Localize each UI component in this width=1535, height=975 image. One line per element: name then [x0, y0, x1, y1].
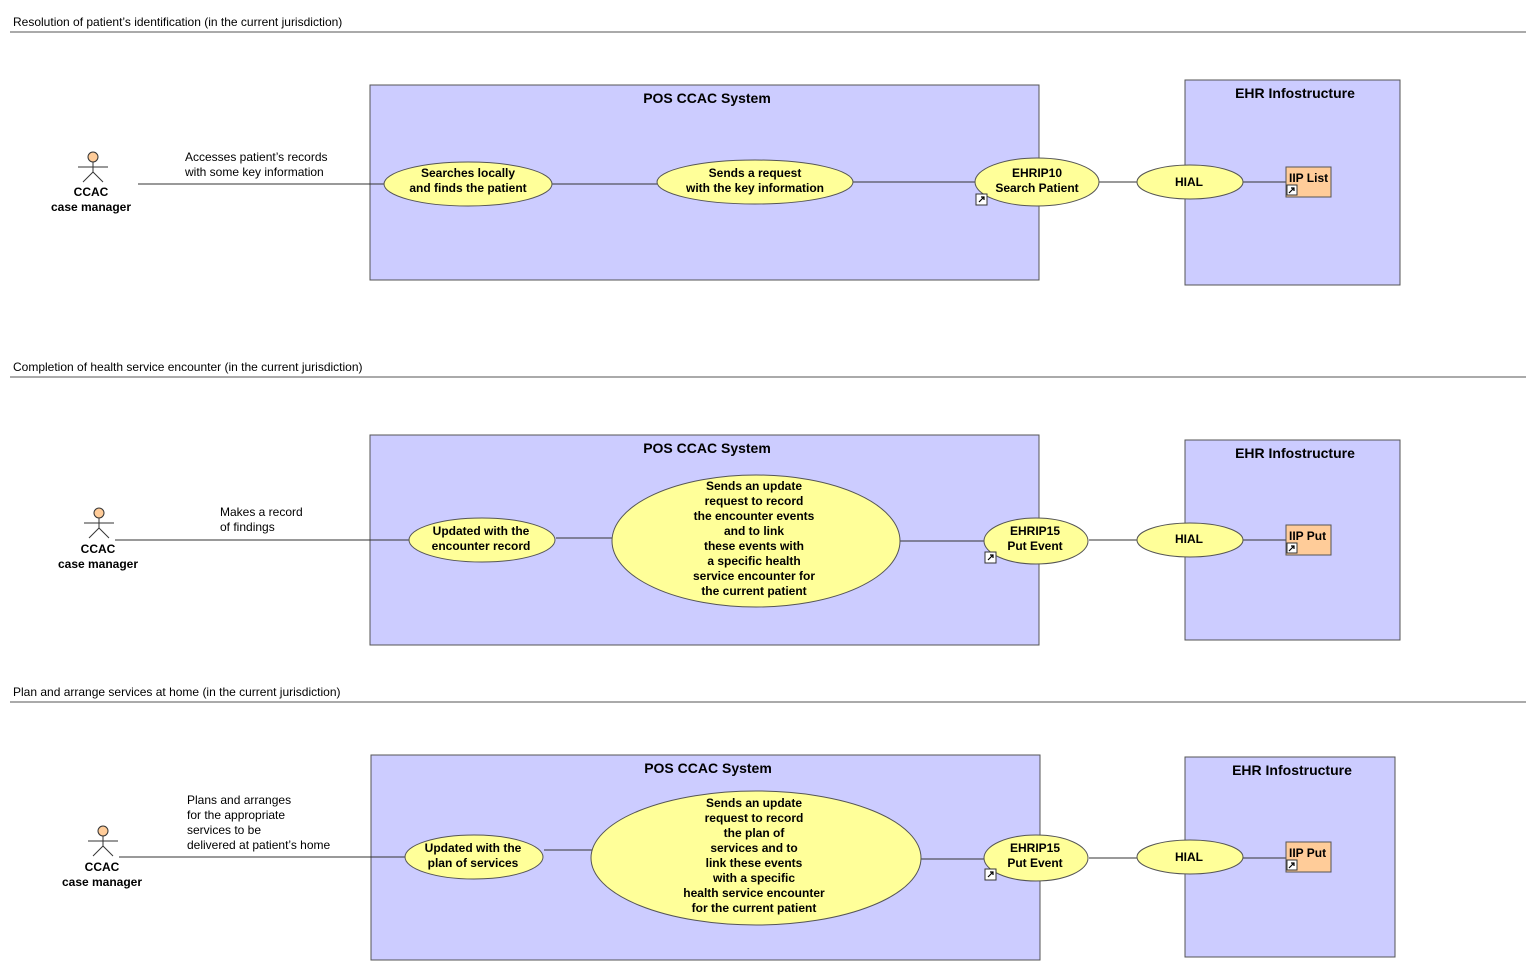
actor-leg-right [98, 527, 110, 539]
actor-label-line1: CCAC [85, 860, 120, 874]
usecase-label-line: Updated with the [433, 524, 530, 538]
usecase-label-line: the plan of [724, 826, 786, 840]
usecase-label-line: with the key information [685, 181, 824, 195]
association-note-line: Accesses patient’s records [185, 150, 328, 164]
association-note-line: with some key information [184, 165, 324, 179]
section-title: Resolution of patient’s identification (… [13, 15, 342, 29]
section-title: Plan and arrange services at home (in th… [13, 685, 341, 699]
usecase-label: HIAL [1175, 850, 1203, 864]
usecase-label-line: Sends an update [706, 479, 802, 493]
usecase-label-line: request to record [705, 494, 804, 508]
ehr-infostructure-title: EHR Infostructure [1235, 85, 1355, 101]
association-note-line: Plans and arranges [187, 793, 291, 807]
usecase-label-line: link these events [706, 856, 803, 870]
actor-label-line1: CCAC [74, 185, 109, 199]
usecase-sends-update-request[interactable]: Sends an update request to record the pl… [590, 790, 922, 926]
usecase-label-line: service encounter for [693, 569, 815, 583]
usecase-sends-update-request[interactable]: Sends an update request to record the en… [611, 474, 901, 608]
component-iip-put[interactable]: IIP Put [1285, 841, 1332, 873]
usecase-label-line: Sends an update [706, 796, 802, 810]
component-label: IIP Put [1289, 529, 1326, 543]
usecase-ehrip10-search-patient[interactable]: EHRIP10 Search Patient [974, 157, 1100, 207]
section-1: Resolution of patient’s identification (… [10, 15, 1526, 286]
link-shortcut-icon[interactable] [984, 868, 997, 881]
actor-leg-left [82, 171, 94, 183]
usecase-hial[interactable]: HIAL [1136, 839, 1244, 875]
usecase-label-line: and finds the patient [409, 181, 526, 195]
usecase-label-line: Updated with the [425, 841, 522, 855]
usecase-hial[interactable]: HIAL [1136, 164, 1244, 200]
actor-label-line2: case manager [62, 875, 142, 889]
usecase-label-line: Search Patient [995, 181, 1078, 195]
component-iip-put[interactable]: IIP Put [1285, 524, 1332, 556]
ehr-infostructure-title: EHR Infostructure [1232, 762, 1352, 778]
association-note-line: services to be [187, 823, 261, 837]
usecase-label-line: these events with [704, 539, 804, 553]
actor-head [97, 825, 109, 837]
actor-ccac-case-manager[interactable]: CCAC case manager [62, 825, 142, 889]
usecase-searches-locally[interactable]: Searches locally and finds the patient [383, 161, 553, 207]
actor-leg-left [92, 845, 104, 857]
usecase-updated-encounter-record[interactable]: Updated with the encounter record [408, 517, 556, 563]
link-shortcut-icon[interactable] [975, 193, 988, 206]
actor-leg-right [92, 171, 104, 183]
usecase-ehrip15-put-event[interactable]: EHRIP15 Put Event [983, 517, 1089, 565]
usecase-updated-plan-of-services[interactable]: Updated with the plan of services [404, 834, 544, 880]
actor-label-line2: case manager [58, 557, 138, 571]
usecase-hial[interactable]: HIAL [1136, 522, 1244, 558]
ehr-infostructure-title: EHR Infostructure [1235, 445, 1355, 461]
usecase-label-line: Searches locally [421, 166, 515, 180]
pos-ccac-system-title: POS CCAC System [643, 440, 771, 456]
association-note-line: for the appropriate [187, 808, 285, 822]
usecase-label: HIAL [1175, 532, 1203, 546]
pos-ccac-system-title: POS CCAC System [644, 760, 772, 776]
usecase-ehrip15-put-event[interactable]: EHRIP15 Put Event [983, 834, 1089, 882]
usecase-label: HIAL [1175, 175, 1203, 189]
usecase-label-line: Sends a request [709, 166, 802, 180]
component-label: IIP Put [1289, 846, 1326, 860]
usecase-label-line: for the current patient [692, 901, 817, 915]
usecase-sends-request[interactable]: Sends a request with the key information [656, 159, 854, 205]
link-shortcut-icon[interactable] [984, 551, 997, 564]
section-title: Completion of health service encounter (… [13, 360, 363, 374]
usecase-label-line: services and to [710, 841, 797, 855]
actor-label-line2: case manager [51, 200, 131, 214]
pos-ccac-system-title: POS CCAC System [643, 90, 771, 106]
usecase-label-line: a specific health [707, 554, 800, 568]
usecase-label-line: plan of services [428, 856, 519, 870]
actor-leg-left [88, 527, 100, 539]
usecase-label-line: encounter record [432, 539, 531, 553]
usecase-label-line: the encounter events [694, 509, 815, 523]
section-2: Completion of health service encounter (… [10, 360, 1526, 646]
usecase-label-line: the current patient [701, 584, 806, 598]
section-3: Plan and arrange services at home (in th… [10, 685, 1526, 961]
usecase-label-line: Put Event [1007, 539, 1062, 553]
component-label: IIP List [1289, 171, 1328, 185]
usecase-label-line: EHRIP15 [1010, 524, 1060, 538]
actor-head [93, 507, 105, 519]
association-note-line: Makes a record [220, 505, 303, 519]
usecase-label-line: and to link [724, 524, 784, 538]
actor-ccac-case-manager[interactable]: CCAC case manager [51, 151, 131, 214]
actor-label-line1: CCAC [81, 542, 116, 556]
actor-leg-right [102, 845, 114, 857]
association-note-line: delivered at patient’s home [187, 838, 331, 852]
usecase-label-line: Put Event [1007, 856, 1062, 870]
usecase-label-line: EHRIP10 [1012, 166, 1062, 180]
actor-ccac-case-manager[interactable]: CCAC case manager [58, 507, 138, 571]
usecase-label-line: EHRIP15 [1010, 841, 1060, 855]
association-note-line: of findings [220, 520, 275, 534]
component-iip-list[interactable]: IIP List [1285, 166, 1332, 198]
usecase-label-line: with a specific [712, 871, 795, 885]
actor-head [87, 151, 99, 163]
usecase-label-line: health service encounter [683, 886, 825, 900]
usecase-label-line: request to record [705, 811, 804, 825]
